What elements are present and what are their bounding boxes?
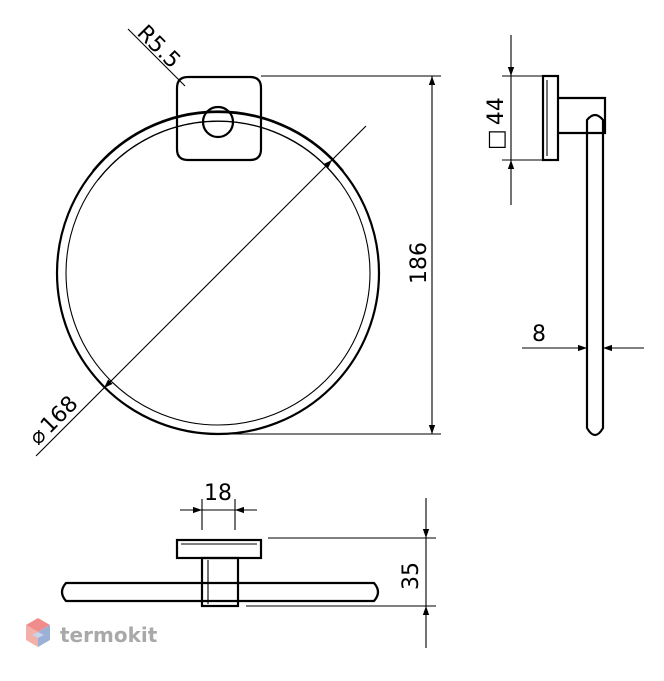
side-view: □44 8 — [484, 35, 644, 437]
radius-leader — [127, 28, 186, 87]
diameter-label: ⌀168 — [25, 391, 84, 450]
side-arm — [558, 96, 607, 135]
square-label: □44 — [484, 97, 509, 150]
top-bar — [60, 581, 380, 603]
ring-inner — [65, 120, 371, 426]
side-rod — [585, 113, 605, 437]
mount-knob — [201, 105, 235, 139]
logo-text: termokit — [60, 623, 158, 647]
side-plate — [541, 74, 560, 162]
top-view: 18 35 — [60, 481, 436, 648]
hexagon-logo-icon — [26, 618, 50, 647]
depth-label: 35 — [399, 562, 424, 590]
height-label: 186 — [407, 242, 432, 284]
top-cap — [175, 538, 263, 560]
front-view: R5.5 ⌀168 186 — [25, 21, 441, 457]
rod-label: 8 — [532, 322, 546, 347]
termokit-logo: termokit — [26, 618, 158, 647]
diameter-dimension-line — [35, 125, 367, 457]
base-plate — [175, 75, 263, 162]
spacing-label: 18 — [204, 481, 232, 506]
radius-label: R5.5 — [132, 21, 185, 74]
